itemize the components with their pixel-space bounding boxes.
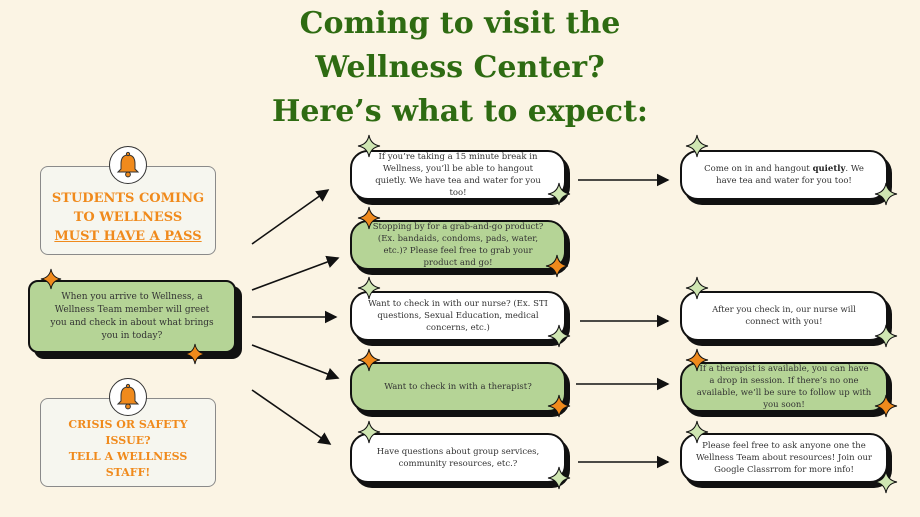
bell-icon <box>109 378 147 416</box>
sparkle-star-icon <box>874 470 898 494</box>
outcome-break: Come on in and hangout quietly. We have … <box>680 150 888 200</box>
sparkle-star-icon <box>874 394 898 418</box>
crisis-notice-line-4: STAFF! <box>105 465 151 479</box>
sparkle-star-icon <box>357 276 381 300</box>
outcome-therapist: If a therapist is available, you can hav… <box>680 362 888 412</box>
arrow-right-icon <box>251 344 340 380</box>
option-product: Stopping by for a grab-and-go product? (… <box>350 220 566 270</box>
outcome-break-text: Come on in and hangout quietly. We have … <box>704 164 864 186</box>
sparkle-star-icon <box>547 394 571 418</box>
sparkle-star-icon <box>685 348 709 372</box>
page-title-line-3: Here’s what to expect: <box>271 94 649 129</box>
sparkle-star-icon <box>40 268 62 290</box>
bell-icon <box>109 146 147 184</box>
page-title-line-1: Coming to visit the <box>299 6 621 41</box>
sparkle-star-icon <box>357 134 381 158</box>
sparkle-star-icon <box>685 276 709 300</box>
sparkle-star-icon <box>874 182 898 206</box>
arrival-box: When you arrive to Wellness, a Wellness … <box>28 280 236 353</box>
outcome-nurse: After you check in, our nurse will conne… <box>680 291 888 341</box>
option-therapist: Want to check in with a therapist? <box>350 362 566 412</box>
pass-notice-line-2: TO WELLNESS <box>73 210 183 225</box>
arrow-right-icon <box>251 255 340 291</box>
sparkle-star-icon <box>357 348 381 372</box>
sparkle-star-icon <box>547 324 571 348</box>
pass-notice-line-1: STUDENTS COMING <box>51 191 205 206</box>
sparkle-star-icon <box>547 466 571 490</box>
page-title-line-2: Wellness Center? <box>315 50 605 85</box>
outcome-resources: Please feel free to ask anyone one the W… <box>680 433 888 483</box>
sparkle-star-icon <box>547 182 571 206</box>
option-nurse: Want to check in with our nurse? (Ex. ST… <box>350 291 566 341</box>
sparkle-star-icon <box>874 324 898 348</box>
sparkle-star-icon <box>545 254 569 278</box>
sparkle-star-icon <box>184 343 206 365</box>
arrow-right-icon <box>251 389 332 445</box>
crisis-notice-line-1: CRISIS OR SAFETY <box>68 417 188 431</box>
crisis-notice-line-3: TELL A WELLNESS <box>68 449 188 463</box>
option-break: If you’re taking a 15 minute break in We… <box>350 150 566 200</box>
crisis-notice-line-2: ISSUE? <box>105 433 151 447</box>
pass-notice-line-3: MUST HAVE A PASS <box>54 229 202 244</box>
sparkle-star-icon <box>357 206 381 230</box>
sparkle-star-icon <box>685 134 709 158</box>
pass-notice: STUDENTS COMING TO WELLNESS MUST HAVE A … <box>40 166 216 255</box>
sparkle-star-icon <box>685 420 709 444</box>
sparkle-star-icon <box>357 420 381 444</box>
option-resources: Have questions about group services, com… <box>350 433 566 483</box>
arrow-right-icon <box>251 189 330 245</box>
